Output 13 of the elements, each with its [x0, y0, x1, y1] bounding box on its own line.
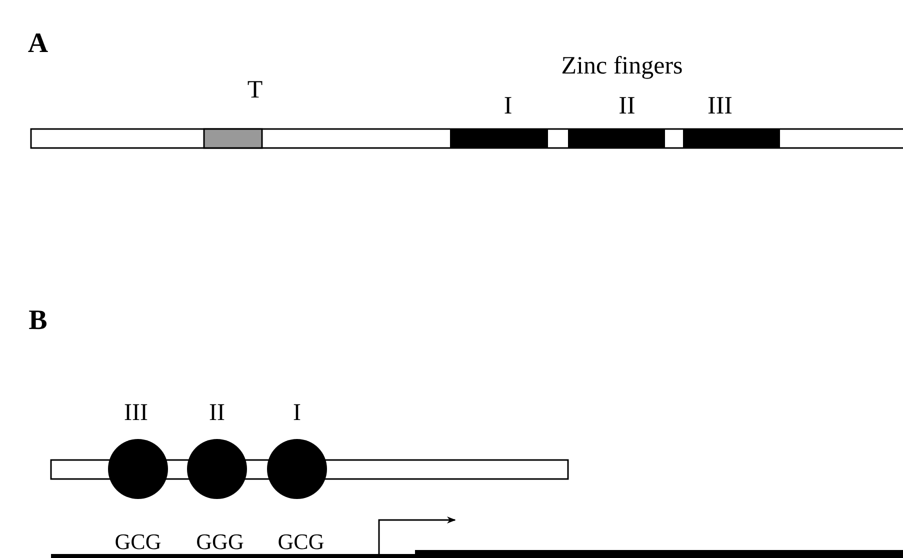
domain-title: Zinc fingers — [561, 54, 683, 78]
domain-label: T — [247, 78, 263, 102]
dna-triplet: GGG — [196, 531, 244, 553]
zinc-finger-label: II — [618, 94, 636, 118]
zinc-finger-label: III — [124, 401, 148, 425]
zinc-finger-label: III — [708, 94, 732, 118]
dna-triplet: GCG — [278, 531, 324, 553]
zinc-finger-label: I — [504, 94, 512, 118]
panel-label: B — [28, 307, 48, 335]
zinc-finger-label: II — [209, 401, 225, 425]
dna-triplet: GCG — [114, 531, 162, 553]
zinc-finger-label: I — [293, 401, 301, 425]
panel-label: A — [28, 30, 48, 58]
